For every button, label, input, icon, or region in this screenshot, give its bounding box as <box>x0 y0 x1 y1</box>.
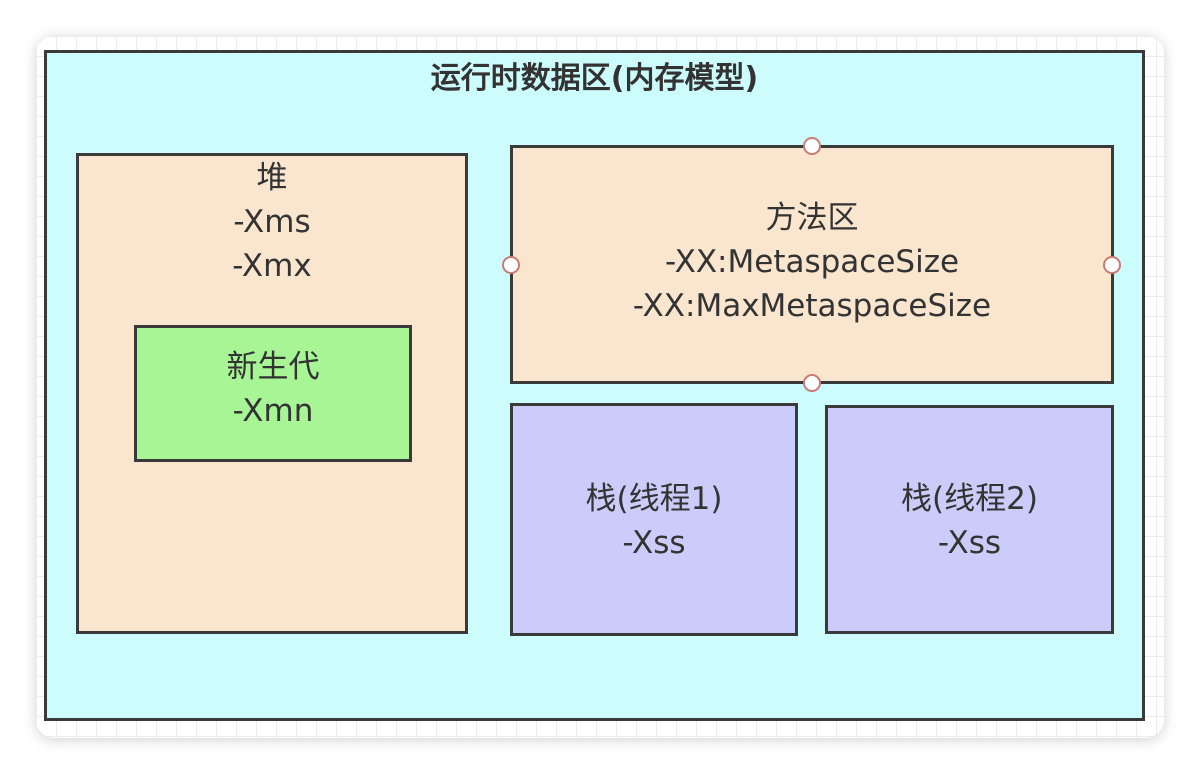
selection-handle-left[interactable] <box>502 256 520 274</box>
metaspace-size-label: -XX:MetaspaceSize <box>664 244 960 280</box>
max-metaspace-size-label: -XX:MaxMetaspaceSize <box>632 288 992 324</box>
stack-thread2-box[interactable]: 栈(线程2) -Xss <box>825 405 1114 634</box>
method-area-box[interactable]: 方法区 -XX:MetaspaceSize -XX:MaxMetaspaceSi… <box>510 145 1114 384</box>
stack-thread1-xss-label: -Xss <box>622 525 686 561</box>
heap-xms-label: -Xms <box>233 204 311 240</box>
diagram-canvas[interactable]: 运行时数据区(内存模型) 堆 -Xms -Xmx 新生代 -Xmn 方法区 -X… <box>36 36 1164 738</box>
stack-thread2-xss-label: -Xss <box>937 525 1002 561</box>
selection-handle-bottom[interactable] <box>803 374 821 392</box>
method-area-label: 方法区 <box>765 200 859 236</box>
stack-thread2-label: 栈(线程2) <box>901 481 1038 517</box>
heap-xmx-label: -Xmx <box>232 248 312 284</box>
heap-label: 堆 <box>256 160 288 196</box>
young-generation-label: 新生代 <box>226 349 320 385</box>
stack-thread1-label: 栈(线程1) <box>585 481 723 517</box>
young-generation-box[interactable]: 新生代 -Xmn <box>134 325 412 462</box>
selection-handle-right[interactable] <box>1103 256 1121 274</box>
runtime-data-area-title: 运行时数据区(内存模型) <box>430 61 759 96</box>
stack-thread1-box[interactable]: 栈(线程1) -Xss <box>510 403 798 636</box>
young-generation-xmn-label: -Xmn <box>232 393 314 429</box>
selection-handle-top[interactable] <box>803 137 821 155</box>
